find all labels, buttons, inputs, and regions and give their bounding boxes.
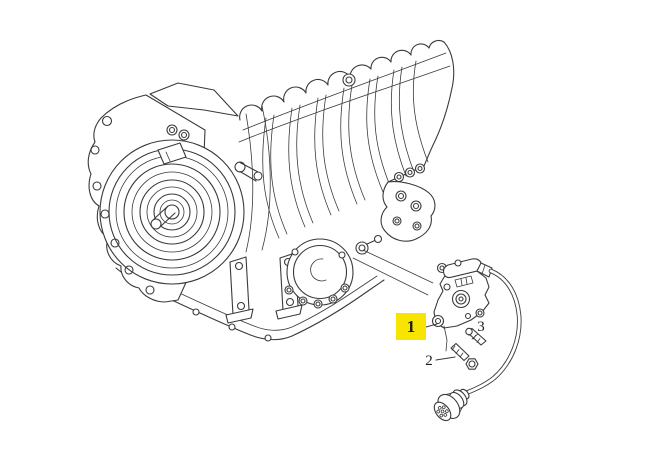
- dowel-pin: [234, 161, 263, 182]
- bell-housing: [87, 82, 245, 303]
- top-bracket: [149, 82, 239, 117]
- selector-shaft: [355, 234, 383, 255]
- mounting-bolt-2: [450, 342, 479, 370]
- callout-2[interactable]: 2: [425, 353, 433, 369]
- leader-lines: [352, 249, 434, 296]
- gearbox-body: [234, 39, 455, 253]
- balance-weight: [157, 142, 187, 165]
- wiring-harness-cable: [461, 268, 522, 397]
- callout-1-highlighted[interactable]: 1: [396, 313, 426, 340]
- switch-connector-stub: [476, 262, 493, 278]
- case-ribs-posts: [225, 252, 303, 324]
- callout-leaders: [425, 323, 479, 361]
- rear-cover-plate: [284, 238, 354, 309]
- round-connector: [433, 388, 470, 422]
- mounting-bolt-3: [465, 327, 487, 346]
- rear-mount-bracket: [380, 181, 436, 242]
- callout-3[interactable]: 3: [477, 319, 485, 335]
- filler-cap: [342, 73, 356, 87]
- multi-function-switch[interactable]: [431, 258, 493, 352]
